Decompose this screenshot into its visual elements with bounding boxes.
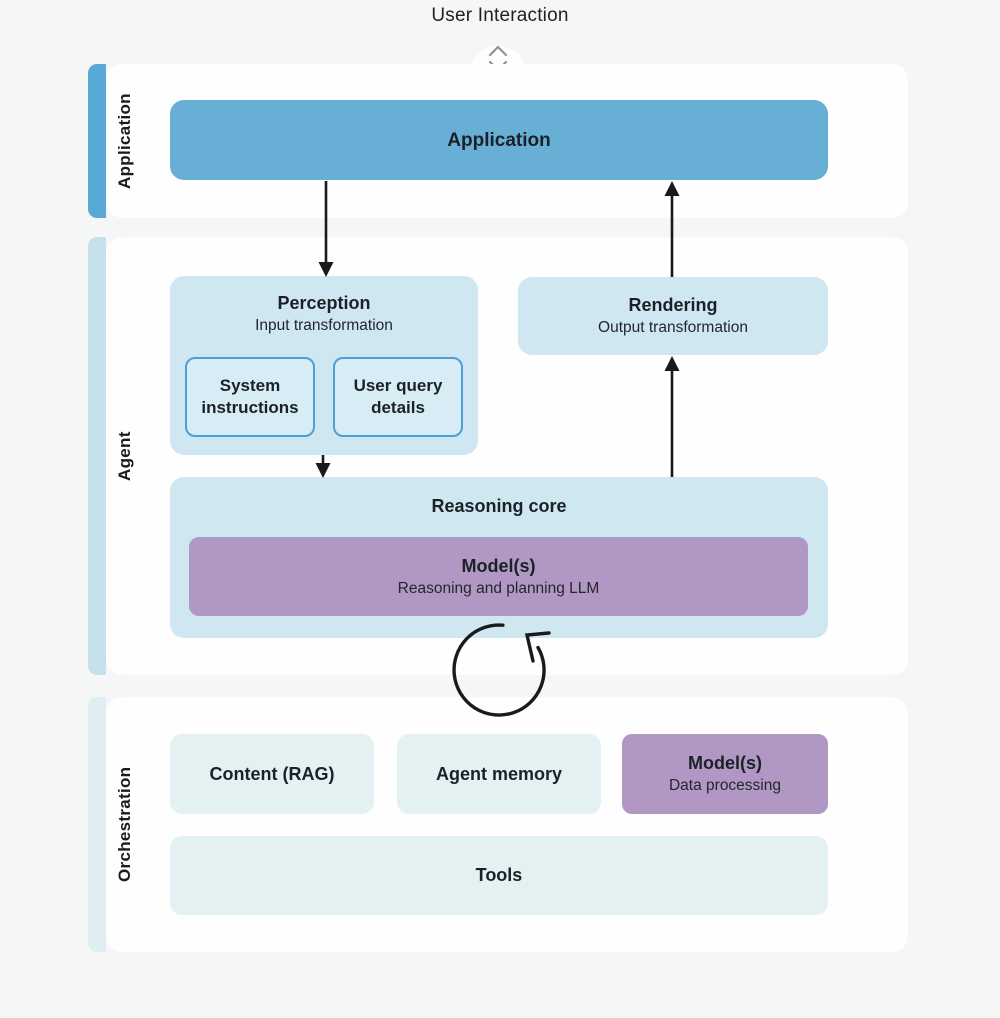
content-rag-node: Content (RAG) — [170, 734, 374, 814]
content-rag-label: Content (RAG) — [209, 763, 335, 784]
application-node: Application — [170, 100, 828, 180]
perception-subtitle: Input transformation — [255, 317, 393, 334]
orchestration-section-label: Orchestration — [115, 766, 134, 883]
reasoning-core-title: Reasoning core — [431, 496, 567, 516]
application-node-title: Application — [447, 129, 551, 151]
rendering-node: Rendering Output transformation — [518, 277, 828, 355]
page-title: User Interaction — [431, 5, 569, 26]
tools-label: Tools — [475, 865, 523, 885]
perception-title: Perception — [277, 293, 371, 313]
data-model-node: Model(s) Data processing — [622, 734, 828, 814]
reasoning-model-title: Model(s) — [461, 555, 536, 576]
application-tab-bar — [88, 64, 106, 218]
reasoning-model-subtitle: Reasoning and planning LLM — [397, 579, 600, 597]
tools-node: Tools — [170, 836, 828, 915]
user-query-details-node: User query details — [333, 357, 463, 437]
reasoning-model-node: Model(s) Reasoning and planning LLM — [189, 537, 808, 616]
application-section-label: Application — [115, 93, 134, 189]
system-instructions-node: System instructions — [185, 357, 315, 437]
agent-memory-label: Agent memory — [435, 763, 563, 784]
data-model-subtitle: Data processing — [668, 777, 781, 794]
data-model-title: Model(s) — [688, 753, 762, 773]
agent-tab-bar — [88, 237, 106, 675]
agent-section-label: Agent — [115, 431, 134, 481]
rendering-subtitle: Output transformation — [598, 319, 748, 336]
agent-memory-node: Agent memory — [397, 734, 601, 814]
rendering-title: Rendering — [628, 295, 718, 315]
orchestration-tab-bar — [88, 697, 106, 952]
